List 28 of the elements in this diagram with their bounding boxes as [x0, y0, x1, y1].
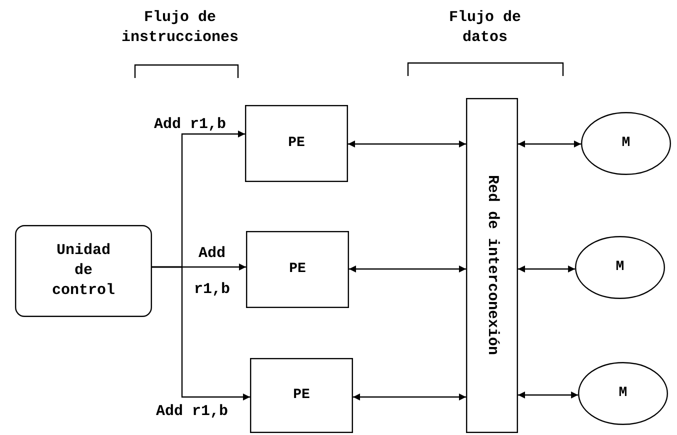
node-label: M [622, 134, 630, 153]
node-label: Red de interconexión [483, 175, 502, 356]
processing-element-box [246, 231, 349, 308]
memory-ellipse [581, 112, 671, 175]
node-label: PE [289, 260, 306, 279]
memory-ellipse [578, 362, 668, 425]
edge-label: Add r1,b [192, 244, 231, 300]
interconnection-network-bar [466, 98, 518, 433]
node-label: PE [288, 134, 305, 153]
flow-heading: Flujo de datos [448, 8, 522, 47]
arrow [349, 266, 466, 272]
processing-element-box [250, 358, 353, 433]
node-label: PE [293, 386, 310, 405]
node-label: M [616, 258, 624, 277]
arrow [518, 392, 578, 398]
control-unit-box [15, 225, 152, 317]
arrow [518, 266, 576, 272]
memory-ellipse [575, 236, 665, 299]
processing-element-box [245, 105, 348, 182]
arrow [353, 394, 466, 400]
edge-label: Add r1,b [152, 116, 227, 135]
node-label: Unidad de control [50, 240, 116, 302]
edge-label: Add r1,b [154, 403, 229, 422]
arrow [152, 266, 250, 400]
arrow [518, 140, 581, 148]
arrow [348, 140, 466, 148]
flow-heading: Flujo de instrucciones [120, 8, 240, 47]
node-label: M [618, 384, 628, 403]
